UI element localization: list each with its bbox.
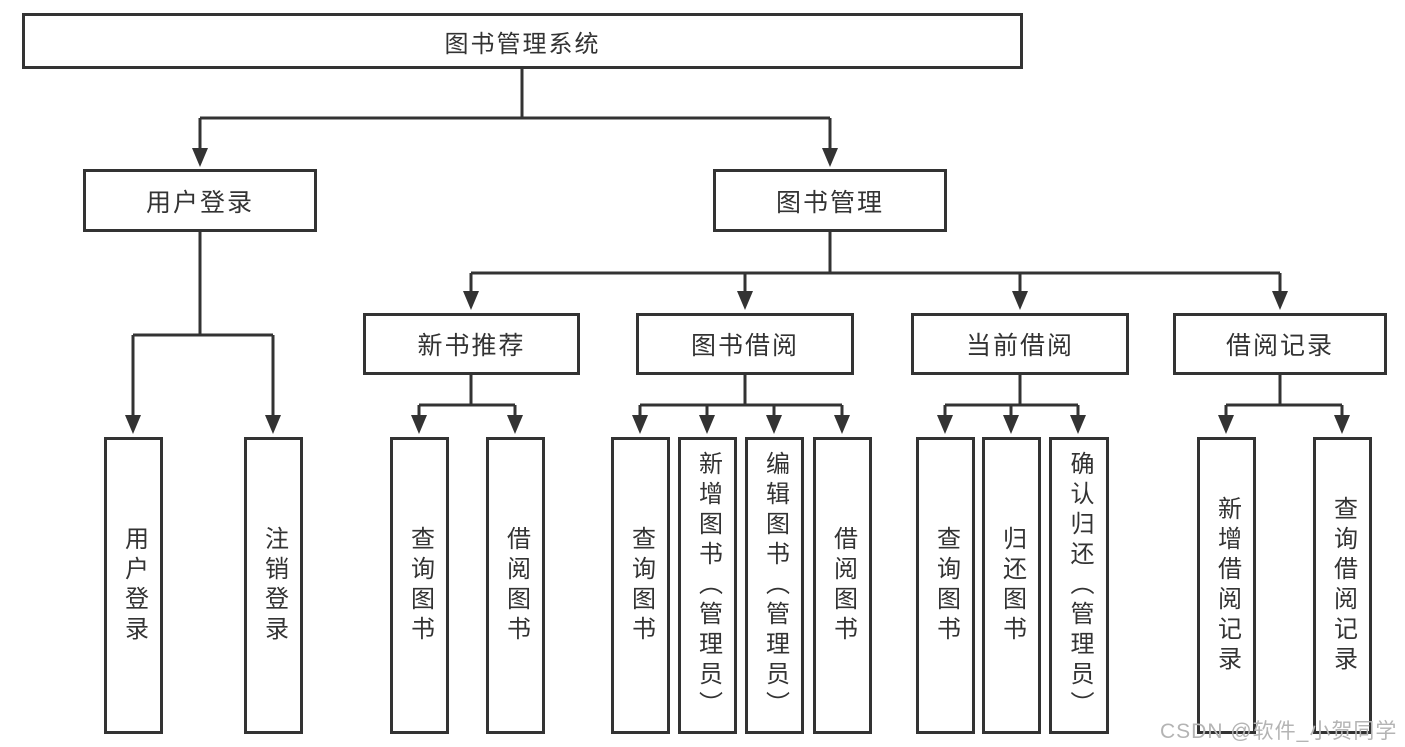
leaf-current-return-book: 归还图书 [982,437,1041,734]
leaf-current-confirm-return-admin: 确认归还（管理员） [1049,437,1109,734]
leaf-current-return-book-label: 归还图书 [998,525,1026,646]
leaf-borrow-query-book: 查询图书 [611,437,670,734]
node-book-management: 图书管理 [713,169,947,232]
leaf-records-add-record-label: 新增借阅记录 [1213,495,1241,676]
connector-new-book-to-leaves [411,375,523,434]
leaf-newbook-borrow-book-label: 借阅图书 [502,525,530,646]
connector-user-login-to-children [125,232,281,434]
leaf-current-query-book-label: 查询图书 [932,525,960,646]
leaf-logout-label: 注销登录 [260,525,288,646]
leaf-user-login: 用户登录 [104,437,163,734]
leaf-records-query-record-label: 查询借阅记录 [1329,495,1357,676]
connector-borrow-records-to-leaves [1218,375,1350,434]
leaf-borrow-add-book-admin: 新增图书（管理员） [678,437,737,734]
leaf-borrow-edit-book-admin-label: 编辑图书（管理员） [761,450,789,721]
connector-book-management-to-sections [463,232,1288,310]
node-current-borrow: 当前借阅 [911,313,1129,375]
leaf-borrow-add-book-admin-label: 新增图书（管理员） [694,450,722,721]
leaf-logout: 注销登录 [244,437,303,734]
leaf-records-query-record: 查询借阅记录 [1313,437,1372,734]
connector-root-to-level2 [192,68,838,167]
leaf-borrow-borrow-book: 借阅图书 [813,437,872,734]
node-borrow-records: 借阅记录 [1173,313,1387,375]
node-root: 图书管理系统 [22,13,1023,69]
node-book-borrow: 图书借阅 [636,313,854,375]
node-user-login: 用户登录 [83,169,317,232]
leaf-borrow-edit-book-admin: 编辑图书（管理员） [745,437,804,734]
leaf-newbook-query-book: 查询图书 [390,437,449,734]
leaf-borrow-borrow-book-label: 借阅图书 [829,525,857,646]
leaf-current-confirm-return-admin-label: 确认归还（管理员） [1066,450,1093,721]
leaf-borrow-query-book-label: 查询图书 [627,525,655,646]
connector-current-borrow-to-leaves [937,375,1086,434]
leaf-newbook-query-book-label: 查询图书 [406,525,434,646]
connector-book-borrow-to-leaves [632,375,850,434]
leaf-newbook-borrow-book: 借阅图书 [486,437,545,734]
csdn-watermark: CSDN @软件_小贺同学 [1160,720,1398,743]
leaf-current-query-book: 查询图书 [916,437,975,734]
leaf-user-login-label: 用户登录 [120,525,148,646]
node-new-book-recommend: 新书推荐 [363,313,580,375]
leaf-records-add-record: 新增借阅记录 [1197,437,1256,734]
